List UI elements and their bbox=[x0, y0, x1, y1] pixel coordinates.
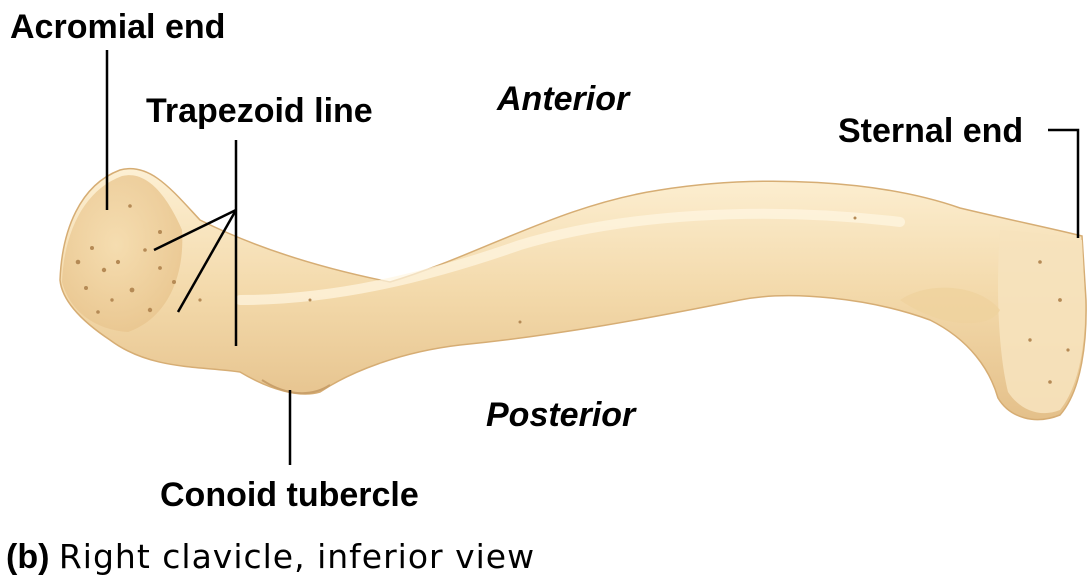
label-sternal-end: Sternal end bbox=[838, 114, 1023, 148]
label-conoid-tubercle: Conoid tubercle bbox=[160, 478, 419, 512]
label-acromial-end: Acromial end bbox=[10, 10, 225, 44]
label-posterior: Posterior bbox=[486, 398, 635, 432]
label-trapezoid-line: Trapezoid line bbox=[146, 94, 373, 128]
label-anterior: Anterior bbox=[497, 82, 629, 116]
sternal-end-facet bbox=[998, 230, 1085, 413]
caption-tag: (b) bbox=[6, 538, 49, 576]
caption-text: Right clavicle, inferior view bbox=[59, 537, 535, 576]
leader-sternal-end bbox=[1048, 130, 1078, 238]
figure-caption: (b) Right clavicle, inferior view bbox=[6, 540, 535, 574]
